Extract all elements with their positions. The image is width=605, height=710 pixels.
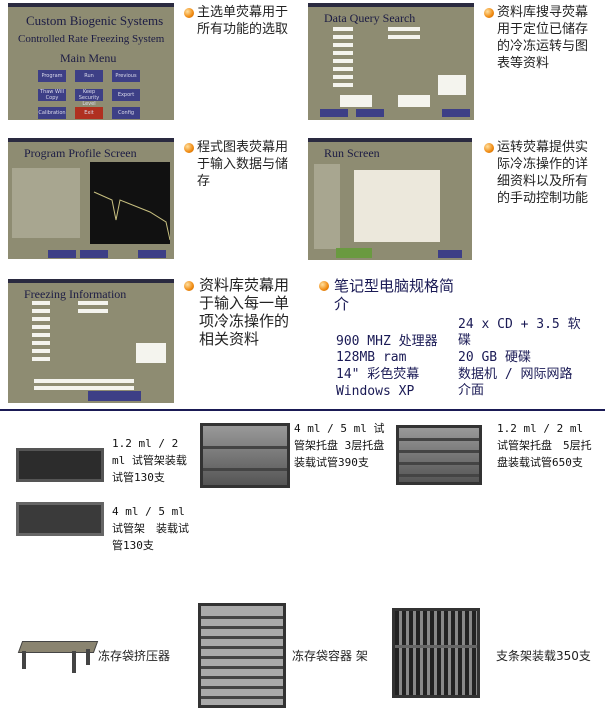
bullet-icon xyxy=(184,281,194,291)
program-profile-title: Program Profile Screen xyxy=(24,146,137,160)
section-divider xyxy=(0,409,605,411)
main-menu-title-1: Custom Biogenic Systems xyxy=(26,13,164,28)
run-screen-title: Run Screen xyxy=(324,146,380,160)
program-profile-description: 程式图表荧幕用于输入数据与储存 xyxy=(197,140,289,189)
previous-button[interactable]: Previous xyxy=(112,70,140,82)
main-menu-title-3: Main Menu xyxy=(60,51,117,65)
bullet-icon xyxy=(319,281,329,291)
product-label: 冻存袋挤压器 xyxy=(98,649,171,663)
run-screen-description: 运转荧幕提供实际冷冻操作的详细资料以及所有的手动控制功能 xyxy=(497,140,589,206)
five-tier-tray-image xyxy=(396,425,482,485)
freezing-info-description: 资料库荧幕用于输入每一单项冷冻操作的相关资料 xyxy=(199,276,290,348)
config-fields-button[interactable]: Config Fields xyxy=(112,107,140,119)
run-button[interactable]: Run xyxy=(75,70,103,82)
spec-hdd: 20 GB 硬碟 xyxy=(458,350,531,365)
query-button-2[interactable] xyxy=(356,109,384,117)
export-button[interactable]: Export xyxy=(112,89,140,101)
main-menu-screenshot: Custom Biogenic Systems Controlled Rate … xyxy=(8,3,174,120)
query-button-3[interactable] xyxy=(442,109,470,117)
profile-chart xyxy=(90,162,171,244)
spec-ram: 128MB ram xyxy=(336,350,407,365)
run-screen-screenshot: Run Screen xyxy=(308,138,472,260)
query-button-1[interactable] xyxy=(320,109,348,117)
tube-rack-image xyxy=(16,448,104,482)
product-label: 冻存袋容器 架 xyxy=(292,649,368,663)
product-label: 1.2 ml / 2 ml 试管架托盘 5层托盘装载试管650支 xyxy=(497,422,592,469)
product-label: 4 ml / 5 ml 试管架 装载试管130支 xyxy=(112,505,189,552)
bullet-icon xyxy=(184,8,194,18)
spec-os: Windows XP xyxy=(336,384,415,399)
cane-rack-image xyxy=(392,608,480,698)
freezing-info-title: Freezing Information xyxy=(24,287,127,301)
bullet-icon xyxy=(184,143,194,153)
bag-compressor-image xyxy=(16,635,99,673)
bullet-icon xyxy=(484,143,494,153)
calibration-button[interactable]: Calibration xyxy=(38,107,66,119)
three-tier-tray-image xyxy=(200,423,290,488)
program-profile-screenshot: Program Profile Screen xyxy=(8,138,174,259)
large-tube-rack-image xyxy=(16,502,104,536)
program-button[interactable]: Program xyxy=(38,70,66,82)
bag-container-rack-image xyxy=(198,603,286,708)
data-query-title: Data Query Search xyxy=(324,11,416,25)
product-label: 支条架装载350支 xyxy=(496,649,591,663)
exit-button[interactable]: Exit xyxy=(75,107,103,119)
spec-cpu: 900 MHZ 处理器 xyxy=(336,334,438,349)
main-menu-title-2: Controlled Rate Freezing System xyxy=(18,33,165,45)
main-menu-description: 主选单荧幕用于所有功能的选取 xyxy=(197,5,289,37)
security-button[interactable]: Keep Security Level xyxy=(75,89,103,107)
bullet-icon xyxy=(484,8,494,18)
thaw-button[interactable]: Thaw Will Copy xyxy=(38,89,66,101)
data-query-description: 资料库搜寻荧幕用于定位已储存的冷冻运转与图表等资料 xyxy=(497,5,589,71)
freezing-info-screenshot: Freezing Information xyxy=(8,279,174,403)
spec-drive: 24 x CD + 3.5 软碟 xyxy=(458,317,581,348)
product-label: 4 ml / 5 ml 试管架托盘 3层托盘装载试管390支 xyxy=(294,422,385,469)
data-query-screenshot: Data Query Search xyxy=(308,3,474,120)
spec-network: 数据机 / 网际网路介面 xyxy=(458,367,573,398)
spec-display: 14" 彩色荧幕 xyxy=(336,367,420,382)
laptop-spec-heading: 笔记型电脑规格简介 xyxy=(334,277,455,313)
product-label: 1.2 ml / 2 ml 试管架装载试管130支 xyxy=(112,437,187,484)
